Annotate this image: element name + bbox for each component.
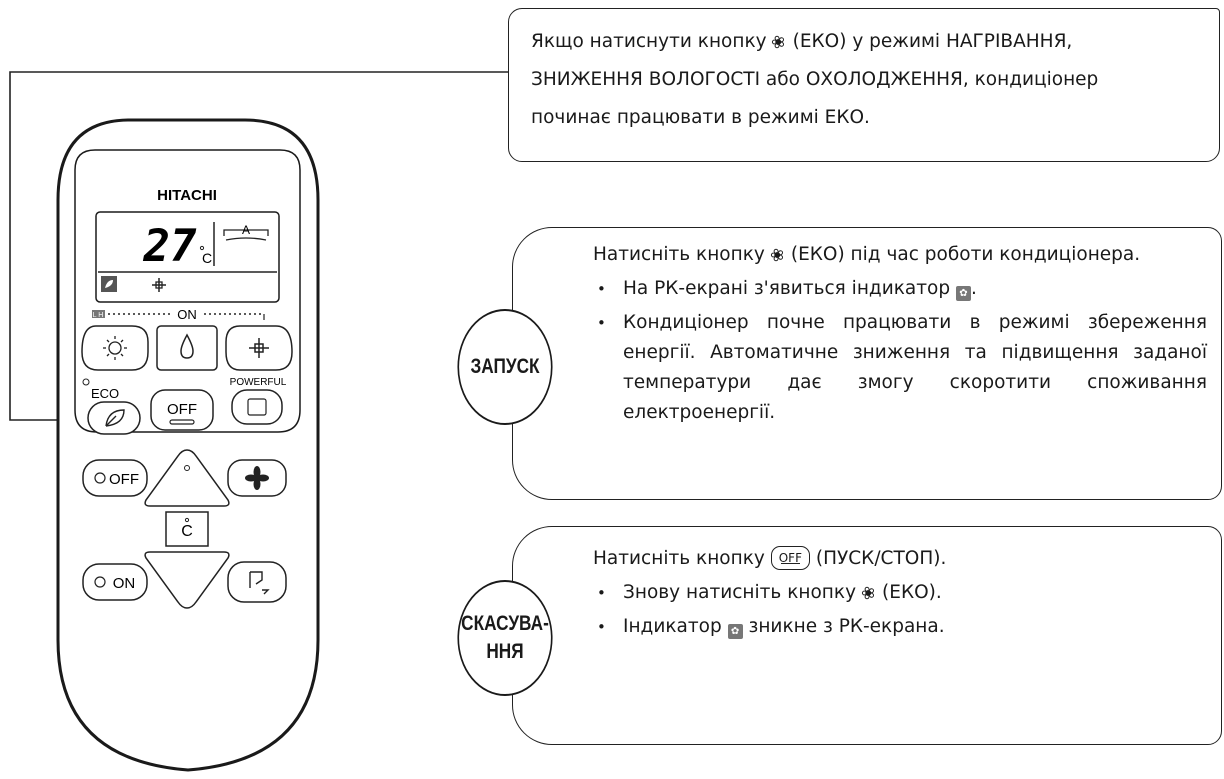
swing-icon <box>249 571 270 595</box>
cancel-bullet-2: Індикатор ✿ зникне з РК-екрана. <box>593 612 1207 642</box>
fan-icon <box>245 466 269 490</box>
off-button-icon: OFF <box>770 546 810 570</box>
info-line-3: починає працювати в режимі ЕКО. <box>531 107 870 128</box>
leaf-icon <box>105 409 125 427</box>
lcd-screen <box>95 211 280 303</box>
temp-unit-label: C <box>181 523 193 540</box>
info-box: Якщо натиснути кнопку ❀ (ЕКО) у режимі Н… <box>508 8 1220 162</box>
dehumidify-button[interactable] <box>156 325 218 371</box>
cancel-title-badge: СКАСУВА-ННЯ <box>457 580 553 696</box>
eco-label: ECO <box>91 386 119 401</box>
svg-text:OFF: OFF <box>109 471 139 488</box>
droplet-icon <box>180 333 194 359</box>
temp-unit-box <box>165 511 209 547</box>
lcd-unit: C <box>202 250 212 266</box>
info-line-1: Якщо натиснути кнопку ❀ (ЕКО) у режимі Н… <box>531 31 1073 52</box>
svg-text:L H: L H <box>93 312 104 319</box>
off-button[interactable] <box>150 389 214 431</box>
svg-text:OFF: OFF <box>167 401 197 418</box>
swing-button[interactable] <box>227 561 287 603</box>
powerful-button[interactable] <box>231 389 283 425</box>
start-bullet-2: Кондиціонер почне працювати в режимі збе… <box>593 308 1207 428</box>
start-panel: Натисніть кнопку ❀ (ЕКО) під час роботи … <box>512 227 1222 500</box>
temp-up-button[interactable] <box>144 449 230 507</box>
lcd-temperature: 27 <box>143 221 197 272</box>
start-bullet-1: На РК-екрані з'явиться індикатор ✿. <box>593 274 1207 304</box>
cancel-panel: Натисніть кнопку OFF (ПУСК/СТОП). Знову … <box>512 526 1222 745</box>
svg-text:ON: ON <box>113 575 136 592</box>
callout-line <box>9 71 508 421</box>
powerful-label: POWERFUL <box>230 377 287 388</box>
remote-upper-panel <box>74 149 301 433</box>
eco-leaf-icon: ❀ <box>767 247 788 263</box>
brand-logo: HITACHI <box>157 187 217 204</box>
start-title-badge: ЗАПУСК <box>457 309 553 425</box>
lcd-cool-icon <box>152 278 166 292</box>
timer-on-button[interactable] <box>82 563 148 601</box>
heat-button[interactable] <box>81 325 149 371</box>
eco-leaf-icon: ❀ <box>859 585 880 601</box>
eco-indicator-icon: ✿ <box>955 286 971 301</box>
on-label: ON <box>177 307 197 322</box>
timer-off-button[interactable] <box>82 459 148 497</box>
temp-down-button[interactable] <box>144 551 230 609</box>
info-line-2: ЗНИЖЕННЯ ВОЛОГОСТІ або ОХОЛОДЖЕННЯ, конд… <box>531 69 1099 90</box>
eco-leaf-icon: ❀ <box>769 34 790 50</box>
start-intro: Натисніть кнопку ❀ (ЕКО) під час роботи … <box>593 244 1141 265</box>
eco-indicator-icon: ✿ <box>727 624 743 639</box>
led-indicator <box>92 310 105 318</box>
lcd-fan-mode: A <box>242 223 250 237</box>
cancel-bullet-1: Знову натисніть кнопку ❀ (ЕКО). <box>593 578 1207 608</box>
cool-button[interactable] <box>225 325 293 371</box>
cancel-intro: Натисніть кнопку OFF (ПУСК/СТОП). <box>593 546 947 570</box>
